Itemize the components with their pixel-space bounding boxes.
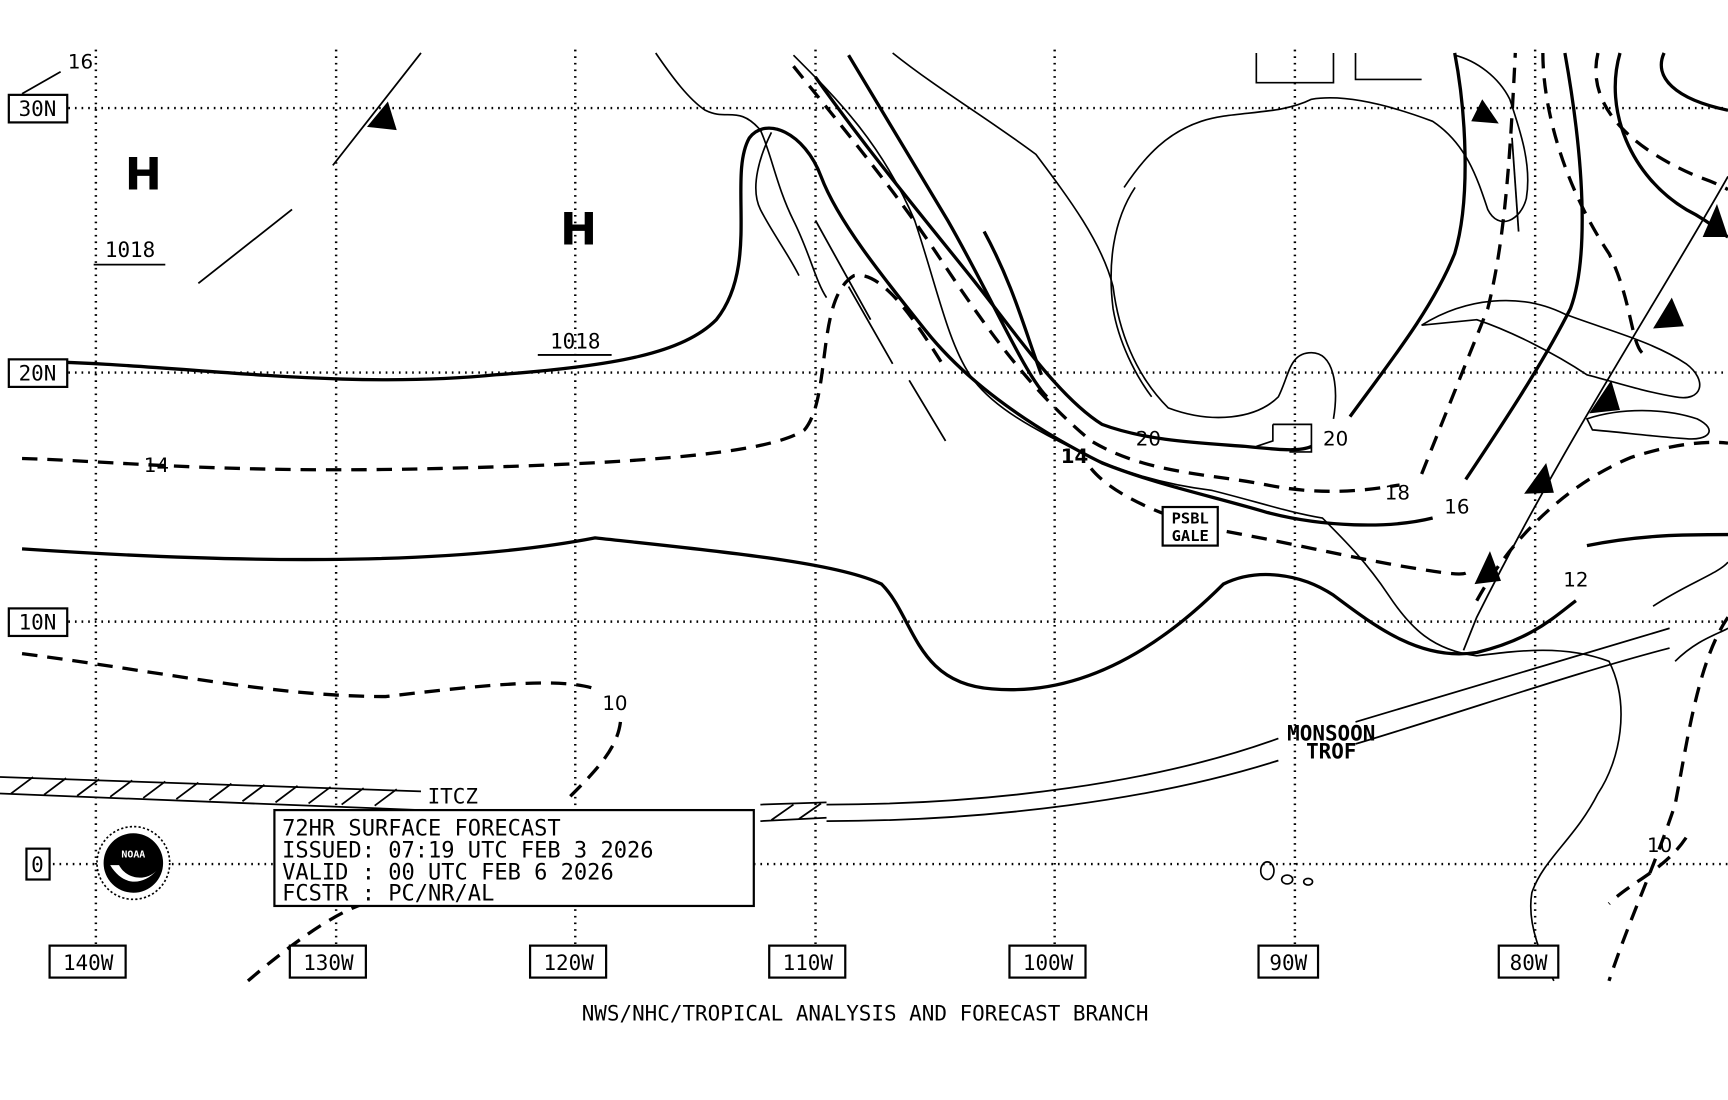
lat-label: 0 — [31, 853, 44, 877]
isobar-label: 20 — [1323, 427, 1348, 450]
lat-label: 30N — [19, 97, 57, 121]
issued-time: ISSUED: 07:19 UTC FEB 3 2026 — [282, 838, 653, 863]
noaa-logo-text: NOAA — [121, 849, 145, 860]
forecast-info-box: 72HR SURFACE FORECAST ISSUED: 07:19 UTC … — [273, 808, 755, 908]
pressure-value: 1018 — [105, 238, 155, 262]
lat-label: 20N — [19, 361, 57, 385]
longitude-labels: 140W 130W 120W 110W 100W 90W 80W — [48, 944, 1560, 979]
gale-label-line2: GALE — [1172, 527, 1209, 545]
isobar-label: 16 — [68, 50, 93, 73]
front-pip — [1702, 203, 1728, 238]
isobar-label: 10 — [1647, 834, 1672, 857]
itcz-band: ITCZ — [0, 776, 827, 822]
footer-credit: NWS/NHC/TROPICAL ANALYSIS AND FORECAST B… — [582, 1002, 1149, 1026]
isobar-label: 18 — [1385, 481, 1410, 504]
valid-time: VALID : 00 UTC FEB 6 2026 — [282, 861, 614, 886]
high-pressure-center: H — [560, 205, 597, 256]
monsoon-label-line2: TROF — [1306, 739, 1356, 763]
isobar-labels: 16 14 10 20 14 20 18 16 12 10 — [68, 50, 1672, 857]
noaa-logo: NOAA — [96, 825, 171, 901]
coastlines — [655, 52, 1728, 982]
lon-label: 90W — [1269, 951, 1307, 975]
possible-gale-warning: PSBL GALE — [1161, 505, 1219, 547]
lon-label: 110W — [783, 951, 834, 975]
itcz-label: ITCZ — [428, 784, 478, 808]
isobar-label: 20 — [1136, 427, 1161, 450]
pressure-value: 1018 — [550, 329, 600, 353]
lon-label: 130W — [303, 951, 354, 975]
front-pip — [1589, 380, 1620, 414]
front-pip — [1653, 297, 1684, 329]
cold-front — [366, 99, 1728, 651]
front-pip — [366, 101, 397, 131]
forecast-title: 72HR SURFACE FORECAST — [282, 816, 561, 841]
monsoon-trough: MONSOON TROF — [826, 627, 1670, 822]
lon-label: 100W — [1023, 951, 1074, 975]
lon-label: 80W — [1510, 951, 1548, 975]
lon-label: 140W — [63, 951, 114, 975]
lat-label: 10N — [19, 610, 57, 634]
lon-label: 120W — [543, 951, 594, 975]
isobar-label: 14 — [1061, 445, 1089, 468]
monsoon-label-line1: MONSOON — [1287, 722, 1375, 746]
isobar-label: 10 — [602, 692, 627, 715]
isobar-label: 14 — [144, 454, 169, 477]
isobar-label: 12 — [1563, 568, 1588, 591]
isobar-label: 16 — [1444, 496, 1469, 519]
high-pressure-center: H — [125, 150, 162, 201]
forecasters: FCSTR : PC/NR/AL — [282, 881, 494, 906]
front-pip — [1474, 551, 1501, 585]
latitude-labels: 30N 20N 10N 0 — [7, 93, 69, 881]
front-pip — [1524, 462, 1554, 494]
gale-label-line1: PSBL — [1172, 510, 1209, 528]
